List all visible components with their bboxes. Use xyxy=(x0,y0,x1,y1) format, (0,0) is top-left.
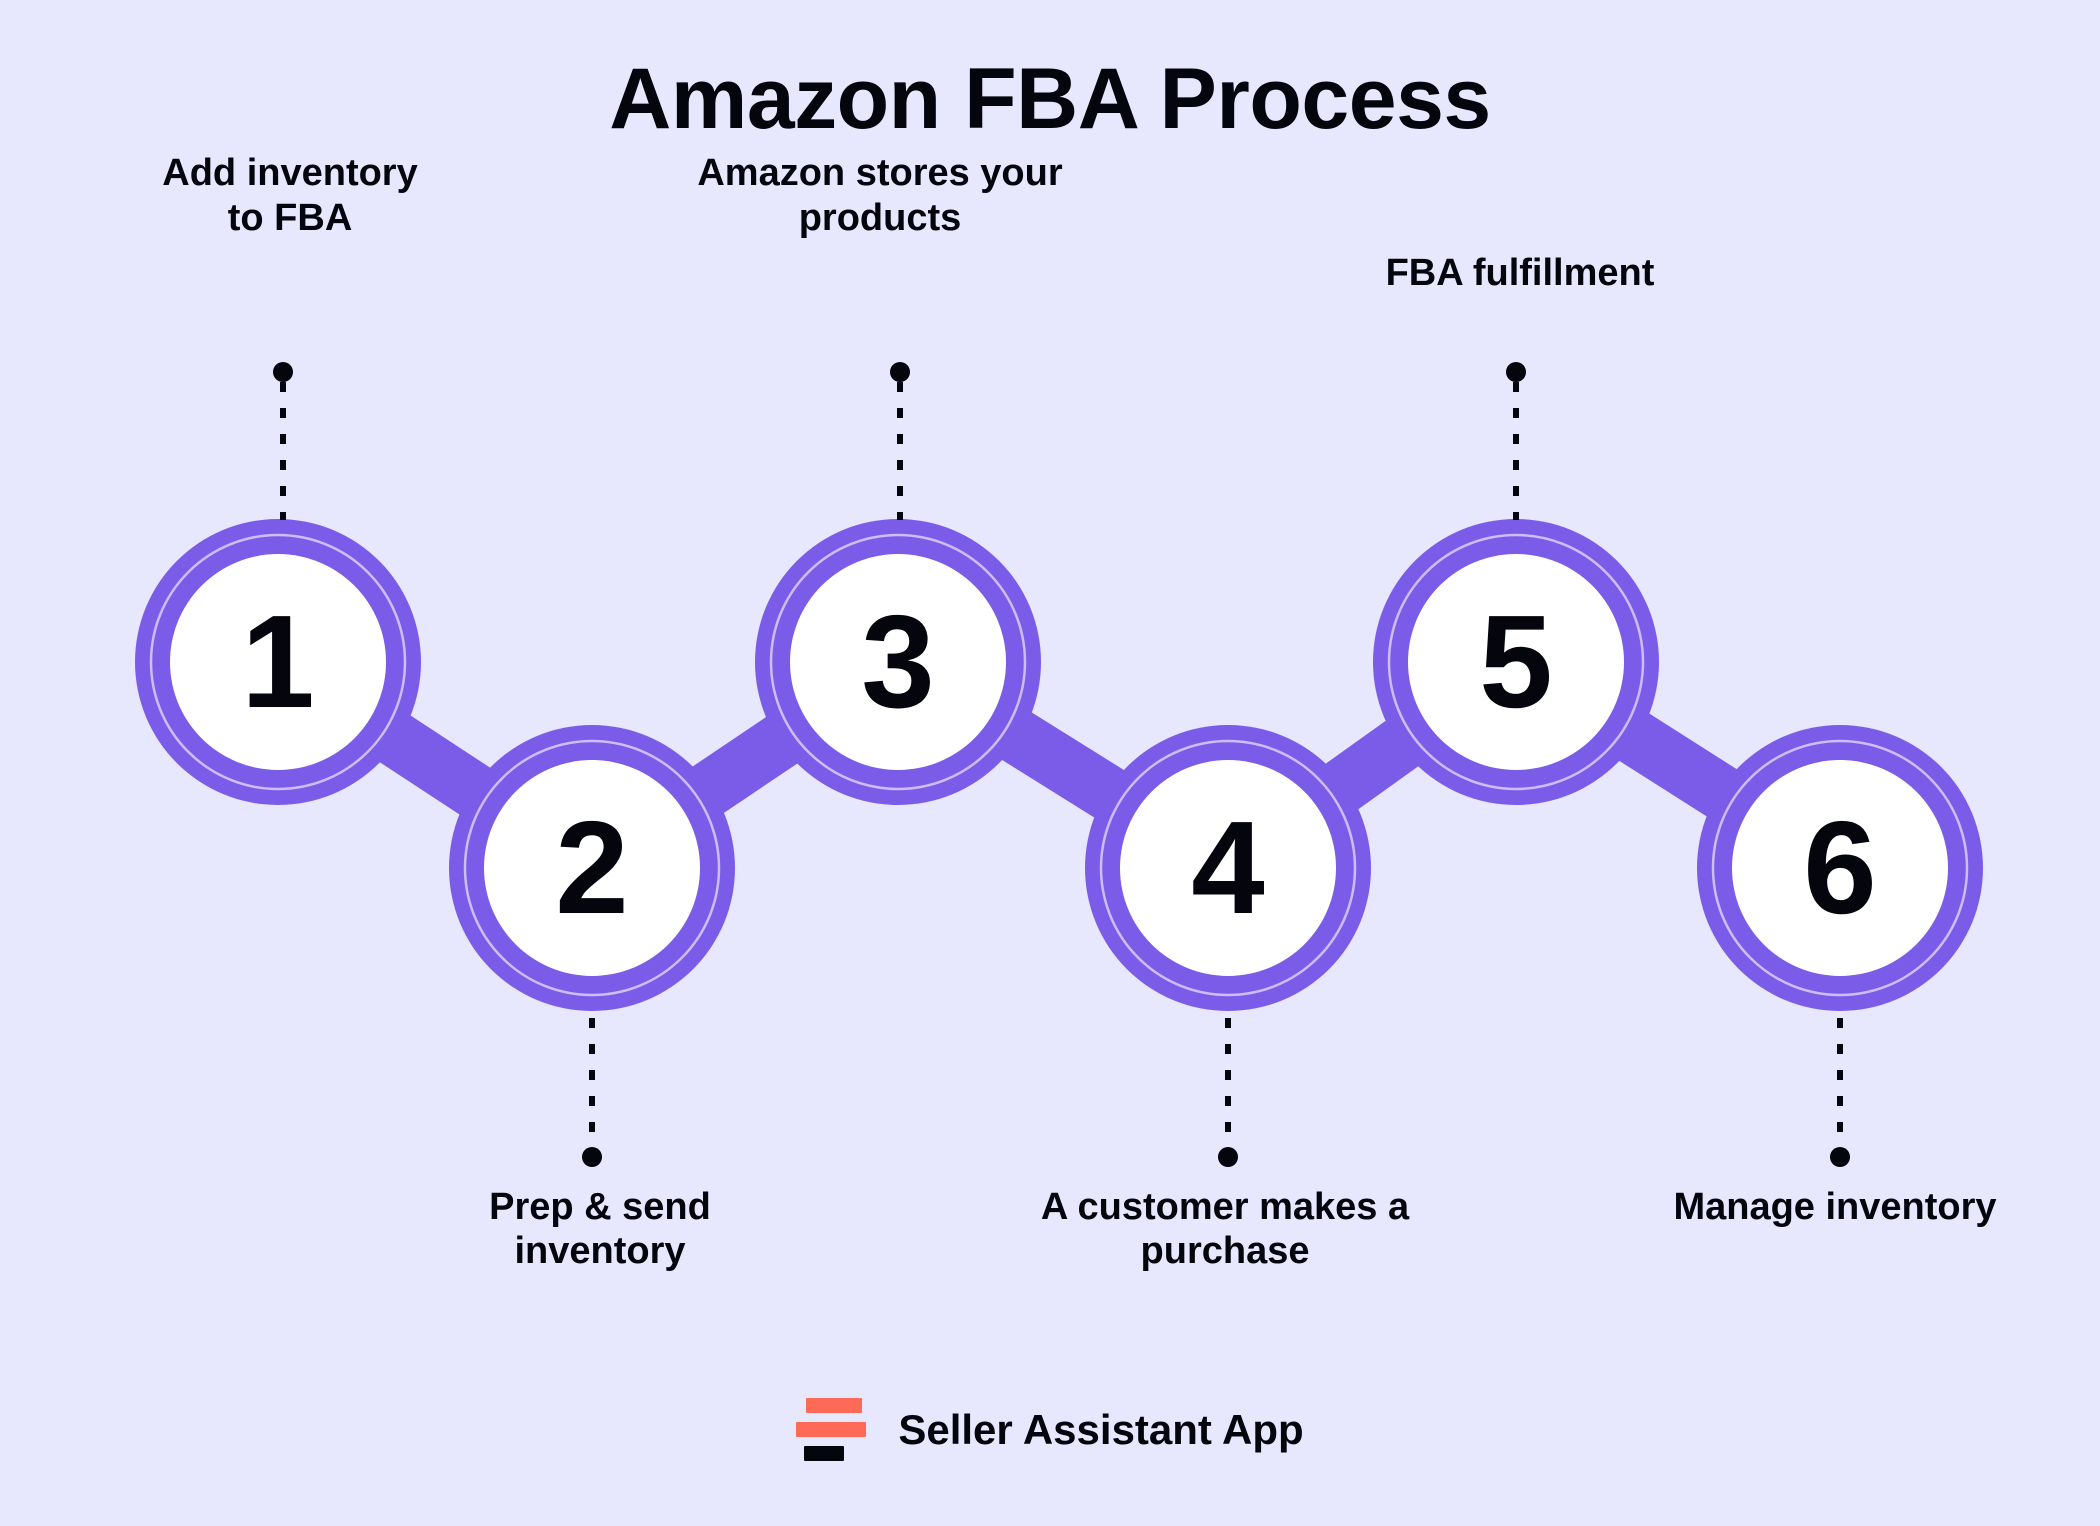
leader-dot-4 xyxy=(1218,1147,1238,1167)
leader-dot-1 xyxy=(273,362,293,382)
step-label-1: Add inventory to FBA xyxy=(162,152,418,239)
logo-bar-top xyxy=(806,1398,863,1413)
step-circle-2[interactable] xyxy=(449,725,735,1011)
step-ring-hairline xyxy=(769,533,1027,791)
step-disc xyxy=(1408,554,1624,770)
logo-bar-bottom xyxy=(804,1446,845,1461)
leader-dot-5 xyxy=(1506,362,1526,382)
leader-dot-3 xyxy=(890,362,910,382)
leader-dot-2 xyxy=(582,1147,602,1167)
page-title: Amazon FBA Process xyxy=(609,51,1491,147)
step-circle-3[interactable] xyxy=(755,519,1041,805)
step-label-3: Amazon stores your products xyxy=(697,152,1063,239)
footer-brand: Seller Assistant App xyxy=(0,1398,2100,1461)
step-label-5: FBA fulfillment xyxy=(1385,251,1655,294)
step-ring-hairline xyxy=(149,533,407,791)
seller-assistant-logo-icon xyxy=(796,1398,868,1461)
step-label-6: Manage inventory xyxy=(1673,1186,1997,1228)
step-disc xyxy=(1732,760,1948,976)
step-label-4: A customer makes a purchase xyxy=(1040,1186,1410,1273)
step-disc xyxy=(484,760,700,976)
step-ring-hairline xyxy=(1387,533,1645,791)
step-circles xyxy=(135,519,1983,1011)
step-disc xyxy=(170,554,386,770)
leader-lines xyxy=(273,362,1850,1167)
step-label-2: Prep & send inventory xyxy=(489,1186,711,1273)
step-ring-hairline xyxy=(463,739,721,997)
step-circle-4[interactable] xyxy=(1085,725,1371,1011)
step-ring-hairline xyxy=(1099,739,1357,997)
step-ring-hairline xyxy=(1711,739,1969,997)
brand-name: Seller Assistant App xyxy=(898,1405,1304,1453)
step-disc xyxy=(1120,760,1336,976)
step-circle-5[interactable] xyxy=(1373,519,1659,805)
step-disc xyxy=(790,554,1006,770)
leader-dot-6 xyxy=(1830,1147,1850,1167)
step-circle-1[interactable] xyxy=(135,519,421,805)
logo-bar-middle xyxy=(796,1422,867,1437)
step-circle-6[interactable] xyxy=(1697,725,1983,1011)
